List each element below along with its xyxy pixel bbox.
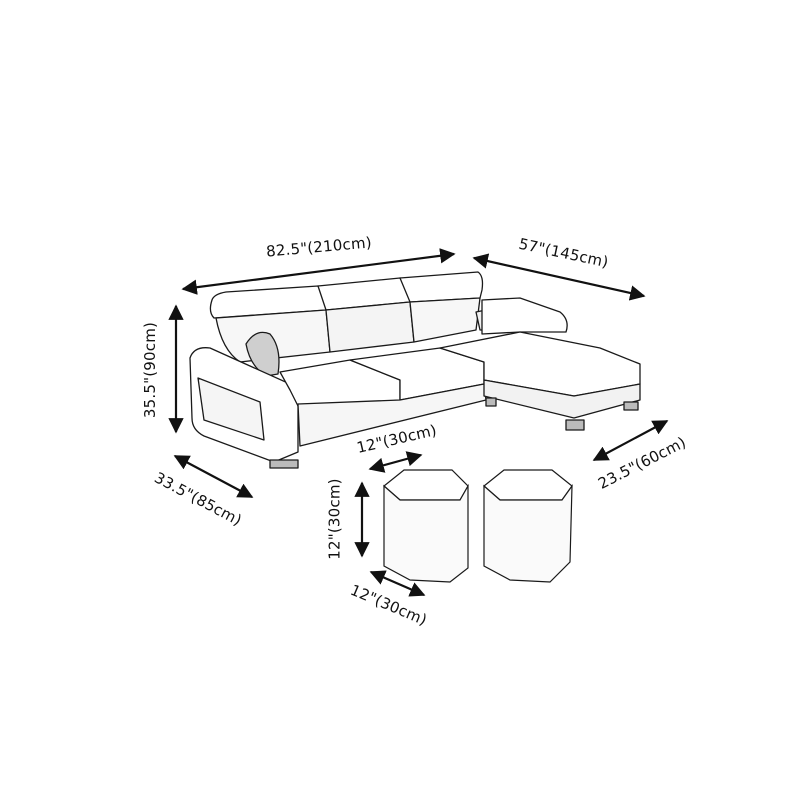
depth-arrow <box>173 455 254 498</box>
sofa-height-label: 35.5"(90cm) <box>141 321 160 419</box>
ottomans <box>383 469 573 583</box>
ottoman-width-arrow <box>368 451 423 473</box>
headrest-right <box>399 271 484 303</box>
ottoman-left-top <box>383 469 469 501</box>
dimension-arrows <box>168 248 669 597</box>
chaise-back <box>481 297 568 335</box>
chaise-length-arrow <box>472 253 646 301</box>
back-cushion-right <box>409 297 481 343</box>
back-cushion-left <box>215 309 331 363</box>
back-cushion-middle <box>325 301 415 353</box>
ottoman-right-body <box>483 484 573 583</box>
leg-4 <box>485 397 497 407</box>
sofa <box>189 271 641 469</box>
leg-2 <box>565 419 585 431</box>
chaise-width-arrow <box>592 420 669 461</box>
arm-pocket <box>197 377 265 441</box>
patterned-pillow <box>245 331 280 377</box>
width-arrow <box>181 248 456 295</box>
ottoman-right-top <box>483 469 573 501</box>
chaise-base <box>483 379 641 419</box>
leg-1 <box>269 459 299 469</box>
ottoman-depth-arrow <box>369 570 426 597</box>
leg-3 <box>623 401 639 411</box>
ottoman-height-label: 12"(30cm) <box>325 478 344 560</box>
ottoman-left-body <box>383 483 469 583</box>
